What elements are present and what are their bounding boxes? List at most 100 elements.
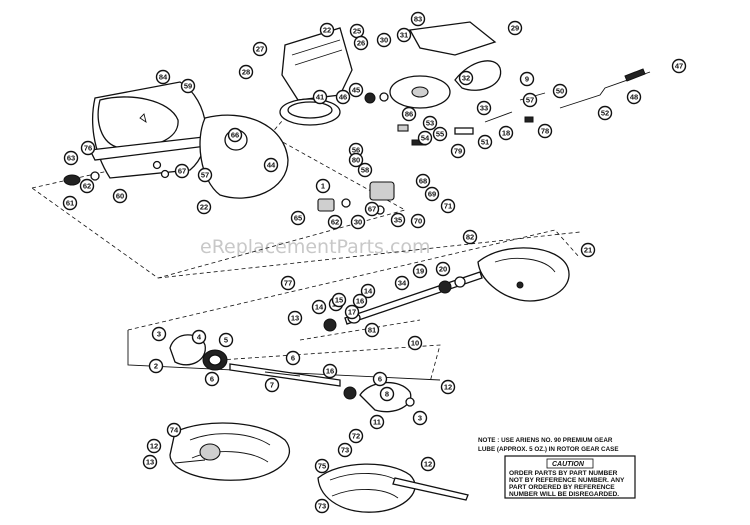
callout-number: 77	[284, 279, 292, 288]
callout-number: 56	[352, 146, 360, 155]
callout-bubble	[360, 283, 376, 299]
callout-bubble	[364, 201, 380, 217]
callout-number: 71	[444, 202, 452, 211]
callout-bubble	[369, 414, 385, 430]
callout-number: 30	[354, 218, 362, 227]
callout-bubble	[597, 105, 613, 121]
callout-number: 13	[146, 458, 154, 467]
callout-number: 9	[525, 75, 529, 84]
callout-bubble	[166, 422, 182, 438]
callout-number: 63	[67, 154, 75, 163]
callout-number: 5	[224, 336, 228, 345]
auger-shaft	[229, 363, 341, 387]
callout-bubble	[151, 326, 167, 342]
callout-bubble	[311, 299, 327, 315]
callout-bubble	[79, 178, 95, 194]
callout-bubble	[352, 293, 368, 309]
chute-deflector	[408, 21, 497, 56]
callout-bubble	[357, 162, 373, 178]
callout-number: 15	[335, 296, 343, 305]
callout-number: 59	[184, 82, 192, 91]
callout-bubble	[290, 210, 306, 226]
callout-bubble	[280, 275, 296, 291]
callout-bubble	[218, 332, 234, 348]
callout-number: 11	[373, 418, 381, 427]
callout-bubble	[312, 89, 328, 105]
callout-bubble	[477, 134, 493, 150]
callout-bubble	[327, 214, 343, 230]
callout-bubble	[522, 92, 538, 108]
callout-bubble	[537, 123, 553, 139]
callout-number: 12	[444, 383, 452, 392]
callout-bubble	[450, 143, 466, 159]
callout-number: 48	[630, 93, 638, 102]
callout-number: 6	[291, 354, 295, 363]
callout-bubble	[348, 82, 364, 98]
callout-bubble	[417, 130, 433, 146]
callout-bubble	[285, 350, 301, 366]
callout-bubble	[394, 275, 410, 291]
callout-number: 78	[541, 127, 549, 136]
callout-bubble	[432, 126, 448, 142]
auger-right	[317, 463, 416, 513]
callout-bubble	[507, 20, 523, 36]
callout-number: 10	[411, 339, 419, 348]
callout-number: 72	[352, 432, 360, 441]
callout-number: 17	[348, 308, 356, 317]
callout-number: 4	[197, 333, 202, 342]
callout-bubble	[263, 157, 279, 173]
callout-bubble	[315, 178, 331, 194]
callout-number: 50	[556, 87, 564, 96]
gear-case-half-right	[477, 247, 570, 302]
callout-bubble	[331, 292, 347, 308]
callout-number: 19	[416, 267, 424, 276]
callout-number: 57	[201, 171, 209, 180]
callout-bubble	[390, 212, 406, 228]
callout-number: 68	[419, 177, 427, 186]
callout-number: 80	[352, 156, 360, 165]
callout-number: 83	[414, 15, 422, 24]
callout-bubble	[335, 89, 351, 105]
callout-number: 12	[150, 442, 158, 451]
callout-number: 62	[331, 218, 339, 227]
callout-bubble	[364, 322, 380, 338]
callout-number: 3	[157, 330, 161, 339]
callout-bubble	[519, 71, 535, 87]
callout-bubble	[424, 186, 440, 202]
callout-number: 57	[526, 96, 534, 105]
callout-bubble	[148, 358, 164, 374]
callout-bubble	[626, 89, 642, 105]
callout-number: 73	[341, 446, 349, 455]
callout-bubble	[372, 371, 388, 387]
callout-bubble	[671, 58, 687, 74]
callout-bubble	[314, 458, 330, 474]
callout-number: 27	[256, 45, 264, 54]
callout-bubble	[412, 263, 428, 279]
callout-bubble	[412, 410, 428, 426]
callout-bubble	[420, 456, 436, 472]
callout-bubble	[422, 115, 438, 131]
callout-bubble	[348, 152, 364, 168]
callout-bubble	[410, 11, 426, 27]
callout-bubble	[146, 438, 162, 454]
callout-number: 14	[364, 287, 373, 296]
callout-number: 7	[270, 381, 274, 390]
callout-number: 75	[318, 462, 326, 471]
callout-bubble	[376, 32, 392, 48]
callout-number: 52	[601, 109, 609, 118]
caution-line-4: NUMBER WILL BE DISREGARDED.	[509, 491, 619, 498]
callout-bubble	[112, 188, 128, 204]
callout-bubble	[552, 83, 568, 99]
watermark-text: eReplacementParts.com	[200, 236, 431, 258]
callout-bubble	[319, 22, 335, 38]
callout-bubble	[401, 106, 417, 122]
callout-number: 47	[675, 62, 683, 71]
callout-bubble	[440, 198, 456, 214]
callout-bubble	[344, 304, 360, 320]
discharge-chute	[281, 27, 353, 101]
note-line-1: NOTE : USE ARIENS NO. 90 PREMIUM GEAR	[478, 437, 613, 444]
callout-number: 13	[291, 314, 299, 323]
callout-number: 73	[318, 502, 326, 511]
callout-number: 67	[368, 205, 376, 214]
